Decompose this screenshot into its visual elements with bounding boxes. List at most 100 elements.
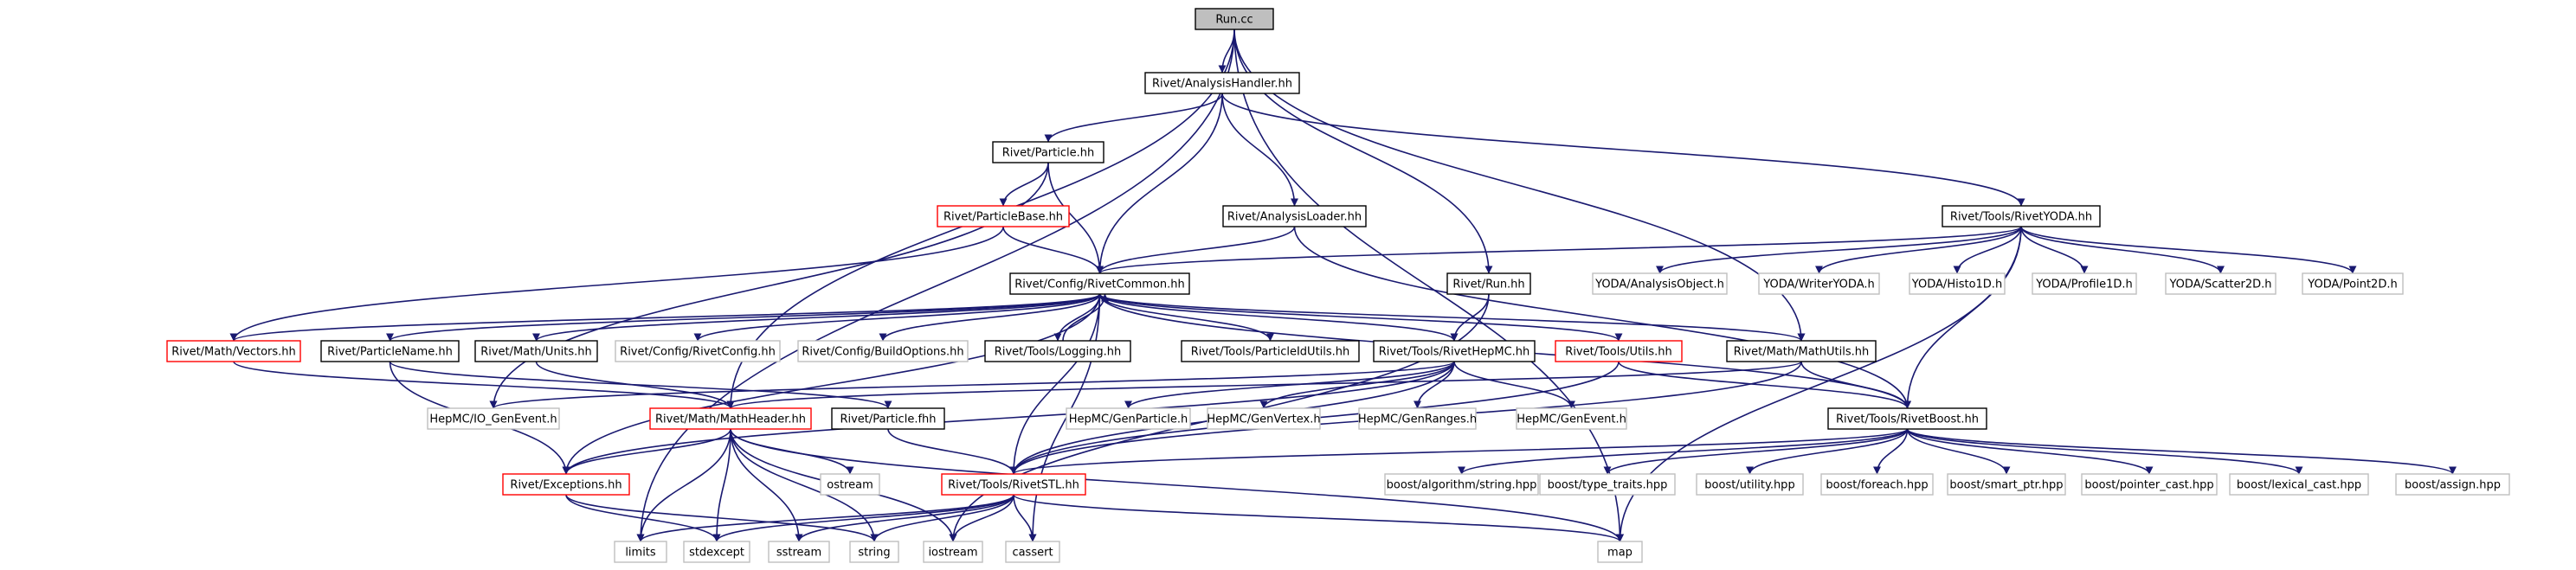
node-string[interactable]: string [849,541,899,563]
node-rivet-stl[interactable]: Rivet/Tools/RivetSTL.hh [941,473,1086,496]
node-box [1555,340,1683,362]
node-stdexcept[interactable]: stdexcept [683,541,750,563]
node-yoda-writer[interactable]: YODA/WriterYODA.h [1758,272,1880,295]
node-gen-particle[interactable]: HepMC/GenParticle.h [1066,407,1191,430]
edge-rivet_common-to-rivet_hepmc [1098,293,1459,342]
node-map[interactable]: map [1597,541,1643,563]
node-boost-foreach[interactable]: boost/foreach.hpp [1820,473,1934,496]
node-boost-lexical[interactable]: boost/lexical_cast.hpp [2229,473,2369,496]
edge-rivet_hepmc-to-exceptions [562,361,1455,475]
edge-rivet_common-to-rivet_config [693,293,1101,342]
node-boost-pointer[interactable]: boost/pointer_cast.hpp [2081,473,2218,496]
node-yoda-p1d[interactable]: YODA/Profile1D.h [2032,272,2137,295]
node-math-utils[interactable]: Rivet/Math/MathUtils.hh [1726,340,1877,362]
node-limits[interactable]: limits [614,541,667,563]
node-run-cc[interactable]: Run.cc [1195,8,1274,30]
edge-rivet_common-to-exceptions [562,293,1101,475]
node-analysis-loader[interactable]: Rivet/AnalysisLoader.hh [1222,205,1367,227]
edge-rivet_common-to-tools_utils [1098,293,1623,342]
edge-run_cc-to-map [1233,29,1624,542]
node-cassert[interactable]: cassert [1005,541,1060,563]
node-particle-fhh[interactable]: Rivet/Particle.fhh [831,407,945,430]
node-label: boost/algorithm/string.hpp [1387,479,1537,492]
node-label: Rivet/Config/RivetCommon.hh [1014,279,1185,291]
node-label: Rivet/Tools/ParticleIdUtils.hh [1191,346,1350,359]
node-label: map [1607,547,1633,560]
node-boost-assign[interactable]: boost/assign.hpp [2395,473,2510,496]
node-box [2229,473,2369,496]
node-tools-logging[interactable]: Rivet/Tools/Logging.hh [984,340,1131,362]
node-rivet-hepmc[interactable]: Rivet/Tools/RivetHepMC.hh [1373,340,1536,362]
edge-rivet_common-to-math_utils [1098,293,1806,342]
node-box [1207,407,1321,430]
edge-rivet_yoda-to-yoda_ao [1656,226,2022,274]
edge-rivet_boost-to-boost_tt [1603,428,1909,475]
node-yoda-s2d[interactable]: YODA/Scatter2D.h [2165,272,2277,295]
node-label: HepMC/GenRanges.h [1358,413,1477,426]
node-gen-event[interactable]: HepMC/GenEvent.h [1516,407,1627,430]
node-box [2081,473,2218,496]
node-box [1592,272,1728,295]
node-box [649,407,812,430]
node-rivet-run[interactable]: Rivet/Run.hh [1446,272,1531,295]
node-label: stdexcept [689,547,744,560]
node-gen-vertex[interactable]: HepMC/GenVertex.h [1207,407,1321,430]
node-exceptions[interactable]: Rivet/Exceptions.hh [502,473,630,496]
node-rivet-config[interactable]: Rivet/Config/RivetConfig.hh [615,340,781,362]
edge-rivet_boost-to-boost_foreach [1873,428,1909,475]
node-tools-utils[interactable]: Rivet/Tools/Utils.hh [1555,340,1683,362]
edge-rivet_yoda-to-yoda_h1d [1953,226,2022,274]
node-particle-id-utils[interactable]: Rivet/Tools/ParticleIdUtils.hh [1181,340,1360,362]
node-ostream[interactable]: ostream [820,473,880,496]
node-box [984,340,1131,362]
node-math-units[interactable]: Rivet/Math/Units.hh [474,340,598,362]
node-particle-name[interactable]: Rivet/ParticleName.hh [320,340,460,362]
node-rivet-boost[interactable]: Rivet/Tools/RivetBoost.hh [1827,407,1987,430]
node-boost-smart[interactable]: boost/smart_ptr.hpp [1947,473,2066,496]
edge-rivet_hepmc-to-gen_ranges [1414,361,1455,409]
node-label: YODA/Histo1D.h [1911,279,2002,291]
node-boost-utility[interactable]: boost/utility.hpp [1696,473,1804,496]
node-analysis-handler[interactable]: Rivet/AnalysisHandler.hh [1144,72,1300,94]
node-label: cassert [1012,547,1053,560]
node-particle[interactable]: Rivet/Particle.hh [992,141,1104,163]
edge-rivet_boost-to-boost_smart [1906,428,2011,475]
node-math-vectors[interactable]: Rivet/Math/Vectors.hh [166,340,301,362]
node-label: Rivet/Math/MathUtils.hh [1734,346,1869,359]
node-particle-base[interactable]: Rivet/ParticleBase.hh [937,205,1070,227]
node-yoda-h1d[interactable]: YODA/Histo1D.h [1909,272,2006,295]
node-sstream[interactable]: sstream [768,541,830,563]
edge-rivet_stl-to-stdexcept [712,494,1014,542]
node-boost-tt[interactable]: boost/type_traits.hpp [1539,473,1676,496]
node-layer: Run.ccRivet/AnalysisHandler.hhRivet/Part… [166,8,2510,563]
node-gen-ranges[interactable]: HepMC/GenRanges.h [1358,407,1477,430]
edge-rivet_boost-to-boost_lexical [1906,428,2303,475]
node-boost-algo[interactable]: boost/algorithm/string.hpp [1384,473,1539,496]
node-iostream[interactable]: iostream [923,541,983,563]
edge-rivet_hepmc-to-gen_vertex [1259,361,1455,409]
edge-analysis_handler-to-rivet_yoda [1221,93,2025,207]
node-rivet-common[interactable]: Rivet/Config/RivetCommon.hh [1009,272,1190,295]
node-box [1539,473,1676,496]
edge-analysis_handler-to-particle [1044,93,1223,143]
edge-rivet_common-to-build_options [879,293,1101,342]
edge-rivet_stl-to-cassert [1013,494,1037,542]
node-box [1384,473,1539,496]
node-build-options[interactable]: Rivet/Config/BuildOptions.hh [797,340,969,362]
edge-math_header-to-sstream [730,428,803,542]
node-box [992,141,1104,163]
node-math-header[interactable]: Rivet/Math/MathHeader.hh [649,407,812,430]
node-box [1222,205,1367,227]
node-rivet-yoda[interactable]: Rivet/Tools/RivetYODA.hh [1942,205,2101,227]
edge-exceptions-to-stdexcept [565,494,721,542]
edge-rivet_stl-to-limits [636,494,1014,542]
edge-exceptions-to-string [565,494,879,542]
node-yoda-ao[interactable]: YODA/AnalysisObject.h [1592,272,1728,295]
edge-rivet_yoda-to-rivet_common [1096,226,2022,274]
node-label: Rivet/Config/BuildOptions.hh [802,346,963,359]
node-yoda-pt2d[interactable]: YODA/Point2D.h [2302,272,2404,295]
node-io-genevent[interactable]: HepMC/IO_GenEvent.h [427,407,560,430]
node-label: YODA/AnalysisObject.h [1594,279,1724,291]
node-box [1597,541,1643,563]
edge-particle-to-rivet_common [1047,162,1104,274]
